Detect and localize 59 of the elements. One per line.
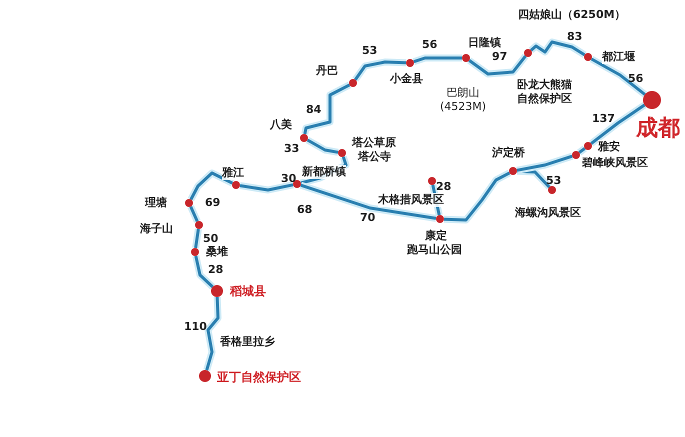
place-name: 都江堰 [602,50,635,64]
place-name: 海螺沟风景区 [515,206,581,220]
place-name: 八美 [270,118,292,132]
place-name: 亚丁自然保护区 [217,370,301,384]
distance-label: 83 [567,30,582,44]
place-name: 桑堆 [206,245,228,259]
place-name: 丹巴 [316,64,338,78]
distance-label: 53 [362,44,378,58]
place-name: 理塘 [145,196,167,210]
place-name: 海子山 [140,222,173,236]
place-name: 康定 [425,229,447,243]
route-line [188,205,200,223]
route-line [528,38,586,58]
route-line [306,136,339,156]
place-name: 跑马山公园 [407,243,462,257]
route-line [590,56,648,98]
distance-label: 53 [546,174,562,188]
route-line [239,181,294,194]
place-name: 塔公草原 [352,136,396,150]
route-line [516,152,574,174]
route-line [352,58,406,82]
route-line [192,255,215,290]
route-line [301,82,352,135]
place-name: 雅安 [598,140,620,154]
distance-label: 50 [203,232,218,246]
map-label: 巴朗山(4523M) [438,86,488,114]
distance-label: 68 [297,203,312,217]
place-name: 雅江 [222,166,244,180]
distance-label: 70 [360,211,376,225]
route-line [412,54,462,66]
distance-label: 137 [592,112,615,126]
place-name: 泸定桥 [492,146,525,160]
distance-label: 28 [208,263,224,277]
distance-label: 56 [628,72,644,86]
distance-label: 33 [284,142,300,156]
route-line [192,228,202,248]
place-name: 塔公寺 [358,150,391,164]
map-label: 香格里拉乡 [220,335,275,349]
distance-label: 56 [422,38,438,52]
route-line [444,170,512,224]
place-name: 稻城县 [230,284,266,298]
route-line [467,54,528,78]
distance-label: 110 [184,320,207,334]
place-name: 小金县 [390,72,423,86]
route-line [188,170,234,202]
route-line [203,296,222,372]
route-line [300,182,437,222]
map-label: 四姑娘山（6250M） [518,8,626,22]
distance-label: 84 [306,103,322,117]
distance-label: 30 [281,172,296,186]
place-name: 新都桥镇 [302,165,346,179]
place-name: 碧峰峡风景区 [582,156,648,170]
route-line [516,168,552,190]
route-line [589,102,646,146]
distance-label: 69 [205,196,220,210]
place-name: 日隆镇 [468,36,501,50]
distance-label: 28 [436,180,452,194]
place-name: 木格措风景区 [378,193,444,207]
distance-label: 97 [492,50,508,64]
